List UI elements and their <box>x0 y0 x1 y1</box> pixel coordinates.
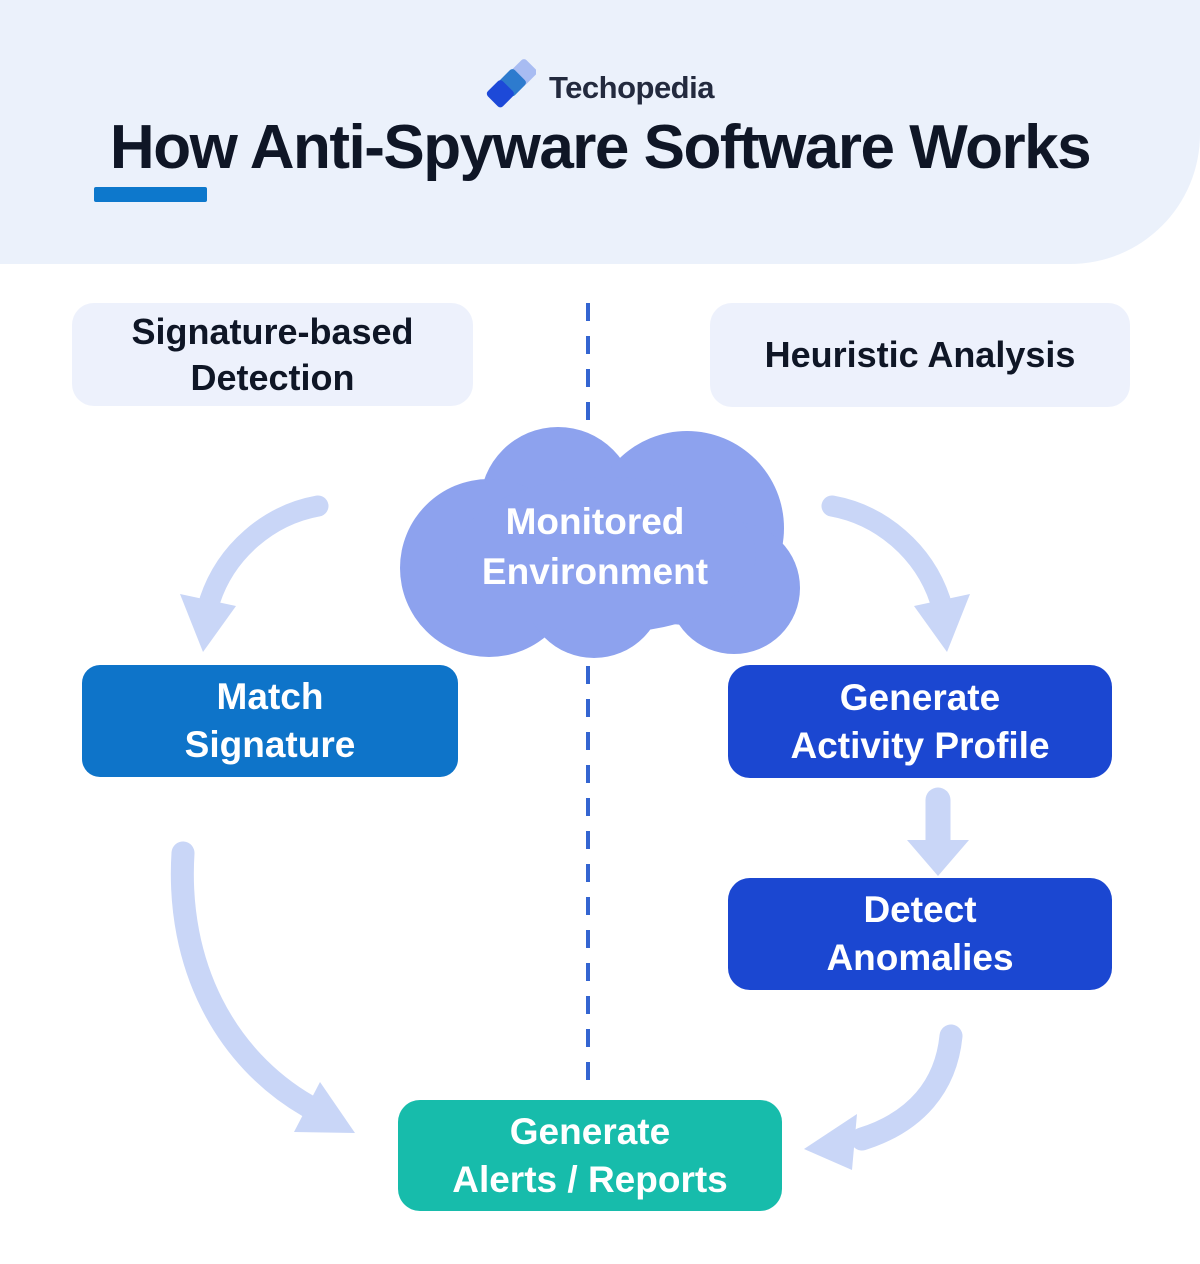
cloud-label-line2: Environment <box>481 551 709 592</box>
detect-anomalies-line1: Detect <box>863 889 977 930</box>
alerts-reports-line1: Generate <box>509 1110 671 1152</box>
branch-label-heuristic: Heuristic Analysis <box>710 303 1130 407</box>
arrow-anomalies-to-alerts-icon <box>804 1024 963 1170</box>
branch-label-signature-based: Signature-based Detection <box>72 303 473 406</box>
match-signature-line1: Match <box>216 676 324 717</box>
arrow-cloud-to-match-signature-icon <box>180 495 329 652</box>
activity-profile-line1: Generate <box>839 676 1001 718</box>
cloud-label-line1: Monitored <box>505 501 685 542</box>
alerts-reports-line2: Alerts / Reports <box>452 1158 728 1200</box>
arrow-match-to-alerts-icon <box>170 841 355 1133</box>
detect-anomalies-line2: Anomalies <box>826 937 1014 978</box>
page-title: How Anti-Spyware Software Works <box>109 113 1092 182</box>
title-underline <box>94 187 207 202</box>
techopedia-logo-icon <box>486 57 537 118</box>
brand-name: Techopedia <box>549 69 714 105</box>
activity-profile-line2: Activity Profile <box>790 724 1050 766</box>
cloud-monitored-environment: Monitored Environment <box>420 497 770 597</box>
node-generate-alerts-reports: Generate Alerts / Reports <box>398 1100 782 1211</box>
arrow-profile-to-anomalies-icon <box>907 787 969 876</box>
node-detect-anomalies: Detect Anomalies <box>728 878 1112 990</box>
cloud-shape <box>400 427 800 658</box>
node-match-signature: Match Signature <box>82 665 458 777</box>
node-generate-activity-profile: Generate Activity Profile <box>728 665 1112 778</box>
arrow-cloud-to-activity-profile-icon <box>821 495 970 652</box>
match-signature-line2: Signature <box>184 724 356 765</box>
header-band: Techopedia How Anti-Spyware Software Wor… <box>0 0 1200 264</box>
brand: Techopedia <box>0 57 1200 118</box>
